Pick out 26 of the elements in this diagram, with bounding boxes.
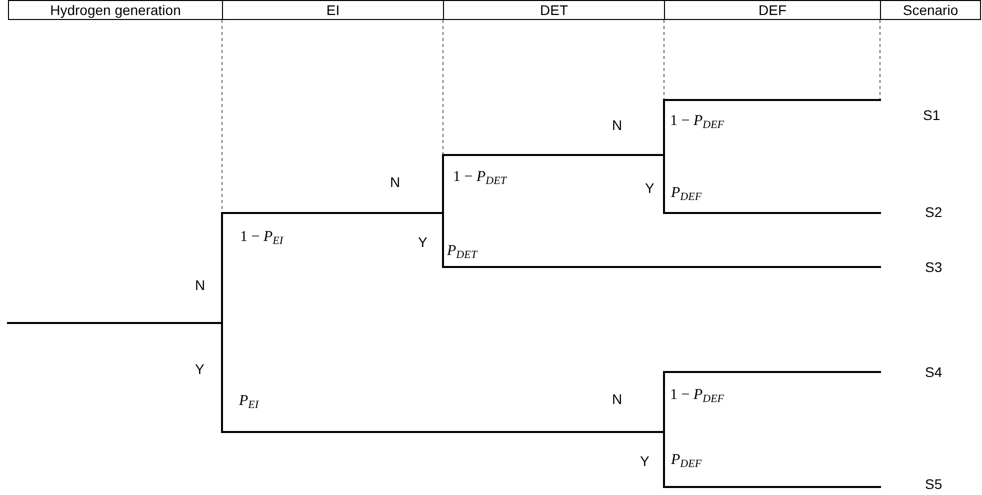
- header-cell: Hydrogen generation: [8, 0, 223, 20]
- header-cell: EI: [222, 0, 444, 20]
- probability-label: P$_{DEF}$: [671, 184, 702, 203]
- branch-label: S3: [925, 259, 942, 276]
- branch-label: N: [612, 117, 622, 134]
- probability-label: P$_{DET}$: [447, 242, 477, 261]
- branch-label: N: [612, 391, 622, 408]
- header-cell: Scenario: [880, 0, 981, 20]
- branch-label: S4: [925, 364, 942, 382]
- branch-label: N: [390, 174, 400, 192]
- branch-label: S2: [925, 204, 942, 222]
- probability-label: 1 − P$_{DET}$: [453, 168, 506, 187]
- probability-label: P$_{DEF}$: [671, 451, 702, 470]
- probability-label: 1 − P$_{EI}$: [240, 228, 284, 247]
- header-cell: DEF: [664, 0, 881, 20]
- branch-label: Y: [640, 453, 650, 470]
- branch-label: S1: [923, 107, 940, 124]
- branch-label: Y: [418, 234, 428, 252]
- probability-label: 1 − P$_{DEF}$: [670, 112, 724, 131]
- probability-label: 1 − P$_{DEF}$: [670, 386, 724, 405]
- branch-label: S5: [925, 476, 942, 494]
- probability-label: P$_{EI}$: [239, 392, 259, 411]
- branch-label: Y: [195, 361, 204, 378]
- branch-label: N: [195, 277, 206, 294]
- branch-label: Y: [645, 180, 654, 198]
- header-cell: DET: [443, 0, 665, 20]
